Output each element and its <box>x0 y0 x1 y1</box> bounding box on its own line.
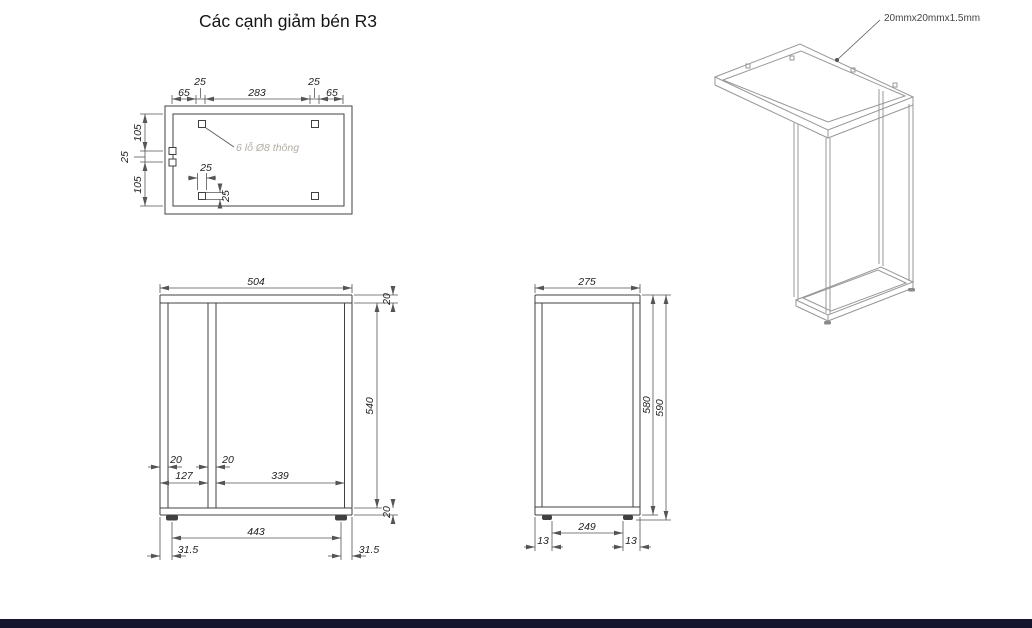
dim-31-5-right: 31.5 <box>359 544 380 556</box>
top-view-dim-labels: 65 25 283 25 65 105 25 105 25 25 6 lỗ Ø8… <box>119 76 338 203</box>
side-right-foot <box>623 515 633 520</box>
top-view-holes <box>168 120 319 200</box>
front-view-dim-lines <box>147 284 398 560</box>
dim-590: 590 <box>654 399 666 417</box>
dim-31-5-left: 31.5 <box>178 544 199 556</box>
page-title: Các cạnh giảm bén R3 <box>199 11 377 31</box>
dim-25-left: 25 <box>193 76 206 88</box>
dim-443: 443 <box>247 526 265 538</box>
dim-20-leg2: 20 <box>221 454 234 466</box>
dim-127: 127 <box>175 470 194 482</box>
front-left-foot <box>166 515 178 521</box>
dim-13-left: 13 <box>537 535 549 547</box>
dim-13-right: 13 <box>625 535 637 547</box>
dim-20-bottom: 20 <box>381 506 393 519</box>
front-view: 504 20 540 20 20 20 127 339 443 31.5 31.… <box>147 276 398 560</box>
front-right-foot <box>335 515 347 521</box>
dim-25-right: 25 <box>307 76 320 88</box>
dim-339: 339 <box>271 470 289 482</box>
footer-bar <box>0 619 1032 628</box>
holes-note: 6 lỗ Ø8 thông <box>236 141 299 154</box>
dim-105-bottom: 105 <box>132 176 144 194</box>
dim-20-leg1: 20 <box>169 454 182 466</box>
dim-249: 249 <box>577 521 596 533</box>
top-view-dim-lines <box>134 88 344 209</box>
iso-top-frame <box>713 43 915 139</box>
dim-504: 504 <box>247 276 265 288</box>
dim-105-top: 105 <box>132 124 144 142</box>
iso-annotation-group: 20mmx20mmx1.5mm <box>835 13 980 62</box>
side-view-dim-labels: 275 580 590 249 13 13 <box>537 276 666 547</box>
top-view: 65 25 283 25 65 105 25 105 25 25 6 lỗ Ø8… <box>119 76 353 215</box>
dim-20-top: 20 <box>381 293 393 306</box>
side-view: 275 580 590 249 13 13 <box>524 276 671 551</box>
front-view-outline <box>159 294 353 521</box>
dim-540: 540 <box>364 397 376 415</box>
front-view-dim-labels: 504 20 540 20 20 20 127 339 443 31.5 31.… <box>169 276 393 556</box>
side-view-dim-lines <box>524 284 671 551</box>
iso-base-frame <box>794 266 915 325</box>
dim-275: 275 <box>577 276 596 288</box>
dim-580: 580 <box>641 396 653 414</box>
tube-size-annotation: 20mmx20mmx1.5mm <box>884 13 980 24</box>
dim-65-left: 65 <box>178 87 190 99</box>
iso-view: 20mmx20mmx1.5mm <box>713 13 980 325</box>
dim-hole-x-25: 25 <box>199 162 212 174</box>
dim-283: 283 <box>247 87 266 99</box>
dim-hole-y-25: 25 <box>220 190 232 203</box>
leader-dot <box>835 58 839 62</box>
top-view-outline <box>164 105 353 215</box>
side-left-foot <box>542 515 552 520</box>
iso-legs <box>793 89 914 314</box>
dim-25-side: 25 <box>119 151 131 164</box>
dim-65-right: 65 <box>326 87 338 99</box>
side-view-outline <box>534 294 641 520</box>
